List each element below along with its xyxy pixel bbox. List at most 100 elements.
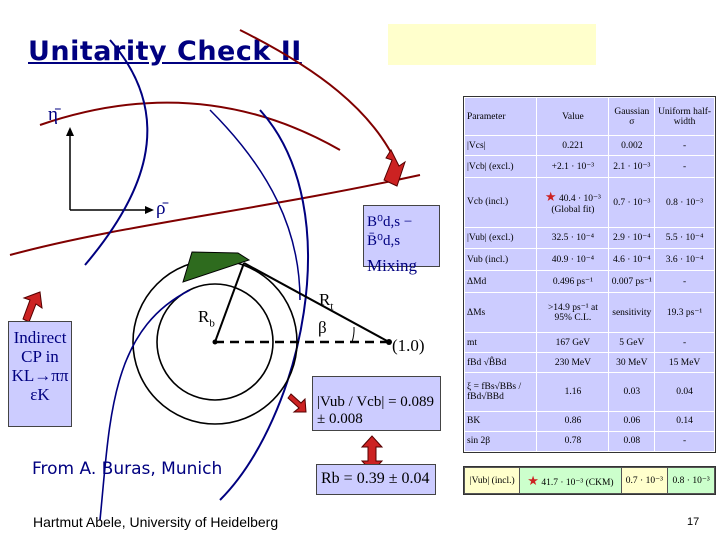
table-cell: sensitivity [608,292,656,334]
mixing-formula: B⁰d,s − B̄⁰d,s [367,214,413,249]
slide-title: Unitarity Check II [28,36,302,67]
table-cell: 0.7 · 10⁻³ [620,467,669,494]
star-icon: ★ [544,189,557,205]
epsilon-k-curve-mid [209,109,301,301]
table-cell: 0.007 ps⁻¹ [608,270,656,294]
header-cell: Uniform half-width [654,96,715,137]
sin2beta-curve-upper [39,101,341,151]
vub-incl-row: |Vub| (incl.) ★ 41.7 · 10⁻³ (CKM) 0.7 · … [463,466,716,495]
mixing-box: B⁰d,s − B̄⁰d,s Mixing [363,205,440,275]
beta-label: β [318,318,327,337]
table-cell: 2.1 · 10⁻³ [608,155,656,179]
table-cell: ★ 40.4 · 10⁻³ (Global fit) [536,177,610,228]
table-cell: 0.7 · 10⁻³ [608,177,656,228]
table-cell: 32.5 · 10⁻⁴ [536,226,610,250]
table-cell: |Vcs| [463,135,538,157]
indirect-line1: Indirect [13,328,67,347]
header-cell: Value [536,96,610,137]
table-cell: 15 MeV [654,352,715,374]
parameter-table: Parameter Value Gaussian σ Uniform half-… [463,96,716,453]
table-cell: |Vub| (incl.) [463,467,521,494]
table-cell: 1.16 [536,372,610,412]
rb-formula: Rb = 0.39 ± 0.04 [321,470,430,487]
dmd-circle-arc [99,289,191,521]
epsilon-k-curve-left [84,39,149,266]
table-cell: |Vub| (excl.) [463,226,538,250]
table-cell: - [654,430,715,453]
table-cell: 5 GeV [608,332,656,354]
table-cell: >14.9 ps⁻¹ at 95% C.L. [536,292,610,334]
table-cell: Vcb (incl.) [463,177,538,228]
table-cell: 0.78 [536,430,610,453]
table-cell: fBd √B̂Bd [463,352,538,374]
table-cell: - [654,155,715,179]
red-arrow-icon [22,148,406,473]
table-cell: 40.9 · 10⁻⁴ [536,248,610,272]
sin2beta-curve-lower [9,174,421,256]
table-row: Vcb (incl.)★ 40.4 · 10⁻³ (Global fit)0.7… [463,177,715,228]
mixing-label: Mixing [367,256,418,275]
highlight-box [388,24,596,65]
table-cell: 167 GeV [536,332,610,354]
indirect-line3: KL→ππ [11,366,69,385]
rt-label: Rt [319,290,334,313]
axes [66,127,154,214]
table-cell: sin 2β [463,430,538,453]
table-cell: 0.86 [536,410,610,432]
table-cell: 19.3 ps⁻¹ [654,292,715,334]
table-cell: 0.06 [608,410,656,432]
vub-vcb-box: |Vub / Vcb| = 0.089 ± 0.008 [312,376,441,431]
page-number: 17 [687,516,700,528]
table-row: |Vub| (incl.) ★ 41.7 · 10⁻³ (CKM) 0.7 · … [463,467,715,494]
credit-text: From A. Buras, Munich [32,459,223,479]
indirect-line4: εK [30,385,50,404]
star-icon: ★ [527,472,539,488]
curve-arc-small [239,29,396,161]
table-cell: ΔMd [463,270,538,294]
table-cell: 0.002 [608,135,656,157]
footer-text: Hartmut Abele, University of Heidelberg [33,514,279,530]
table-cell: 0.03 [608,372,656,412]
table-cell: 0.496 ps⁻¹ [536,270,610,294]
rho-axis-label: ρ̄ [156,198,166,219]
epsilon-k-curve-right [219,109,309,501]
table-cell: ★ 41.7 · 10⁻³ (CKM) [519,467,622,494]
table-header-row: Parameter Value Gaussian σ Uniform half-… [463,96,715,137]
indirect-line2: CP in [21,347,59,366]
table-cell: 0.221 [536,135,610,157]
table-cell: 2.9 · 10⁻⁴ [608,226,656,250]
eta-axis-label: η̄ [48,104,58,125]
table-cell: mt [463,332,538,354]
table-cell: 0.8 · 10⁻³ [654,177,715,228]
table-cell: 230 MeV [536,352,610,374]
table-cell: |Vcb| (excl.) [463,155,538,179]
rb-label: Rb [198,307,215,330]
table-cell: 0.8 · 10⁻³ [667,467,715,494]
table-cell: Vub (incl.) [463,248,538,272]
table-cell: - [654,270,715,294]
table-cell: +2.1 · 10⁻³ [536,155,610,179]
header-cell: Gaussian σ [608,96,656,137]
table-cell: - [654,332,715,354]
header-cell: Parameter [463,96,538,137]
table-cell: ΔMs [463,292,538,334]
point-label: (1.0) [392,336,425,355]
table-cell: 0.08 [608,430,656,453]
rb-circle-inner [156,283,274,401]
table-cell: 3.6 · 10⁻⁴ [654,248,715,272]
vub-formula: |Vub / Vcb| = 0.089 ± 0.008 [317,394,435,427]
table-cell: - [654,135,715,157]
table-cell: BK [463,410,538,432]
table-cell: 4.6 · 10⁻⁴ [608,248,656,272]
rb-box: Rb = 0.39 ± 0.04 [316,464,436,495]
table-cell: 0.04 [654,372,715,412]
